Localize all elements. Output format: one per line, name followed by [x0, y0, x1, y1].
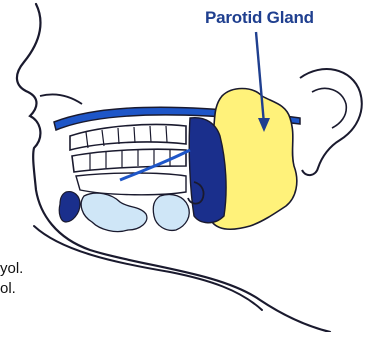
- nose-shading: [40, 94, 82, 104]
- caption-fragment-1: yol.: [0, 260, 23, 277]
- upper-teeth: [70, 124, 186, 150]
- submandibular-gland: [81, 193, 147, 231]
- caption-fragment-2: ol.: [0, 280, 16, 297]
- hyoid-bone: [59, 192, 80, 222]
- parotid-gland-label: Parotid Gland: [205, 8, 314, 28]
- sublingual-gland: [153, 194, 189, 230]
- ear-inner: [312, 88, 346, 128]
- ear: [300, 69, 362, 175]
